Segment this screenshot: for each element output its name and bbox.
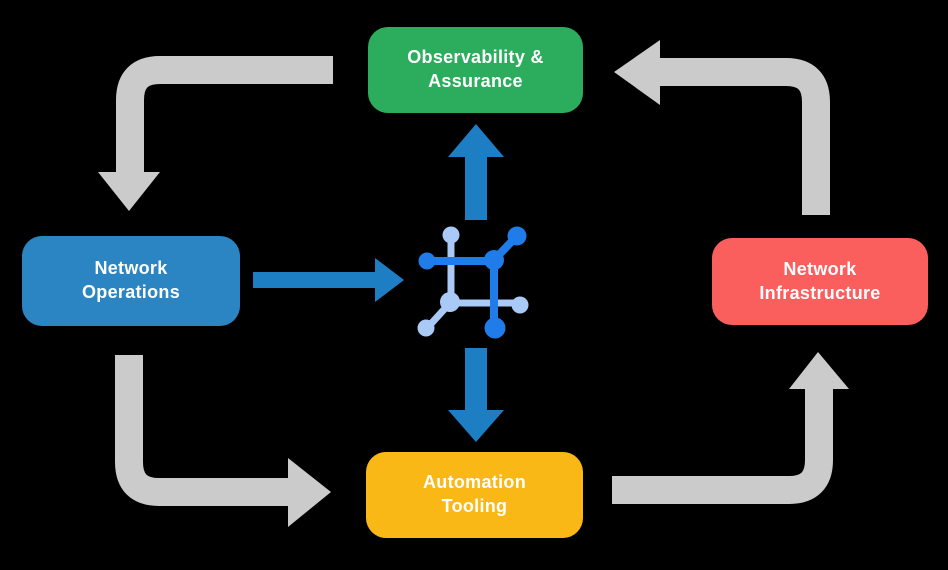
flow-arrows (253, 124, 504, 442)
cycle-arrow-top-left-shaft (116, 56, 333, 172)
node-operations-line1: Network (94, 258, 168, 279)
node-observability-assurance: Observability & Assurance (368, 27, 583, 113)
node-network-operations: Network Operations (22, 236, 240, 326)
cycle-arrows (98, 40, 849, 527)
icon-light-dot-right (511, 296, 529, 314)
node-observability-line2: Assurance (428, 71, 523, 91)
node-automation-line2: Tooling (441, 496, 508, 516)
node-infrastructure-label: Network Infrastructure (759, 258, 880, 306)
node-automation-line1: Automation (423, 472, 526, 493)
cycle-arrow-top-right-head (614, 40, 660, 105)
node-network-infrastructure: Network Infrastructure (712, 238, 928, 325)
node-observability-label: Observability & Assurance (407, 46, 544, 94)
node-operations-label: Network Operations (82, 257, 180, 305)
icon-dark-dot-left (418, 252, 436, 270)
flow-arrow-up-head (448, 124, 504, 157)
cycle-arrow-bottom-left-head (288, 458, 331, 527)
node-observability-line1: Observability & (407, 47, 544, 68)
node-automation-label: Automation Tooling (423, 471, 526, 519)
network-mesh-icon-dark-parts (418, 226, 527, 339)
node-infrastructure-line2: Infrastructure (759, 282, 881, 303)
icon-light-joint (440, 292, 460, 312)
cycle-arrow-bottom-right-shaft (612, 389, 833, 504)
icon-dark-joint (484, 250, 504, 270)
icon-light-dot-bottom-left (417, 319, 435, 337)
network-mesh-icon-light-parts (417, 226, 529, 337)
cycle-arrow-bottom-right-head (789, 352, 849, 389)
cycle-arrow-top-right-shaft (660, 58, 830, 215)
icon-dark-dot-bottom (484, 317, 506, 339)
icon-dark-dot-top-right (507, 226, 527, 246)
cycle-arrow-top-left-head (98, 172, 160, 211)
network-mesh-icon (417, 226, 529, 339)
node-automation-tooling: Automation Tooling (366, 452, 583, 538)
cycle-arrow-bottom-left-shaft (115, 355, 288, 506)
flow-arrow-down-head (448, 410, 504, 442)
flow-arrow-right-head (375, 258, 404, 302)
node-operations-line2: Operations (81, 282, 181, 302)
node-infrastructure-line1: Network (783, 258, 857, 279)
icon-light-dot-top (442, 226, 460, 244)
